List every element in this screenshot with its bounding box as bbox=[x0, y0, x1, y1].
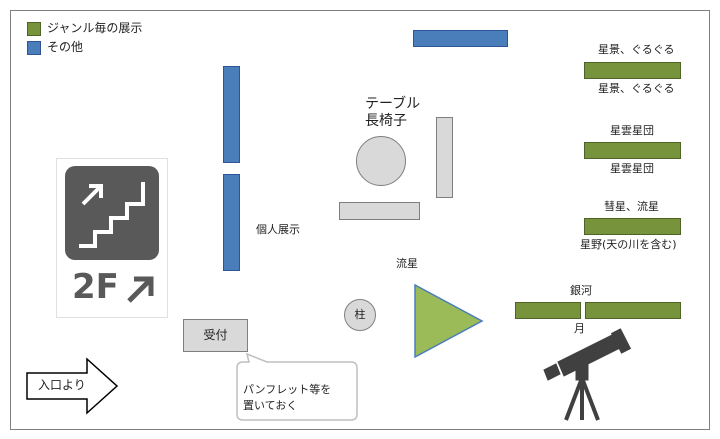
entrance-label: 入口より bbox=[38, 378, 86, 392]
telescope-icon bbox=[543, 328, 632, 421]
genre-nebula-label-top: 星雲星団 bbox=[610, 124, 654, 137]
legend-label-other: その他 bbox=[47, 40, 84, 54]
individual-panel-lower bbox=[223, 174, 240, 271]
genre-panel-comet bbox=[584, 218, 681, 235]
meteor-display bbox=[414, 283, 484, 359]
genre-panel-galaxy bbox=[515, 302, 581, 319]
meteor-label: 流星 bbox=[396, 257, 418, 270]
floor-sign-text: 2F bbox=[72, 267, 119, 307]
genre-panel-stars bbox=[584, 62, 681, 79]
legend-swatch-genre bbox=[27, 22, 41, 36]
pillar-label: 柱 bbox=[354, 307, 366, 321]
genre-panel-nebula bbox=[584, 142, 681, 159]
individual-exhibit-label: 個人展示 bbox=[256, 223, 300, 236]
bench-horizontal bbox=[339, 202, 420, 220]
floor-arrow-icon bbox=[127, 276, 154, 303]
genre-nebula-label-bottom: 星雲星団 bbox=[610, 162, 654, 175]
bench-vertical bbox=[436, 117, 453, 198]
legend-swatch-other bbox=[27, 41, 41, 55]
genre-starfield-label: 星野(天の川を含む) bbox=[580, 238, 677, 251]
genre-panel-moon bbox=[585, 302, 681, 319]
pamphlet-note-2: 置いておく bbox=[243, 399, 298, 412]
table-label-1: テーブル bbox=[365, 96, 421, 112]
entrance-arrow-icon bbox=[26, 357, 119, 415]
pamphlet-note-1: パンフレット等を bbox=[243, 383, 332, 396]
round-table bbox=[356, 136, 406, 186]
genre-comet-label-top: 彗星、流星 bbox=[604, 200, 659, 213]
stairs-up-icon bbox=[65, 166, 159, 260]
genre-moon-label: 月 bbox=[574, 322, 585, 335]
floor-plan-frame bbox=[10, 10, 710, 430]
legend-label-genre: ジャンル毎の展示 bbox=[47, 21, 143, 35]
genre-stars-label-top: 星景、ぐるぐる bbox=[598, 43, 675, 56]
reception-desk: 受付 bbox=[183, 319, 248, 352]
individual-panel-upper bbox=[223, 66, 240, 163]
genre-stars-label-bottom: 星景、ぐるぐる bbox=[598, 82, 675, 95]
top-panel bbox=[413, 30, 508, 47]
pillar: 柱 bbox=[344, 299, 376, 331]
reception-label: 受付 bbox=[203, 327, 228, 342]
table-label-2: 長椅子 bbox=[365, 113, 407, 129]
pamphlet-callout bbox=[236, 352, 358, 421]
genre-galaxy-label: 銀河 bbox=[570, 284, 592, 297]
